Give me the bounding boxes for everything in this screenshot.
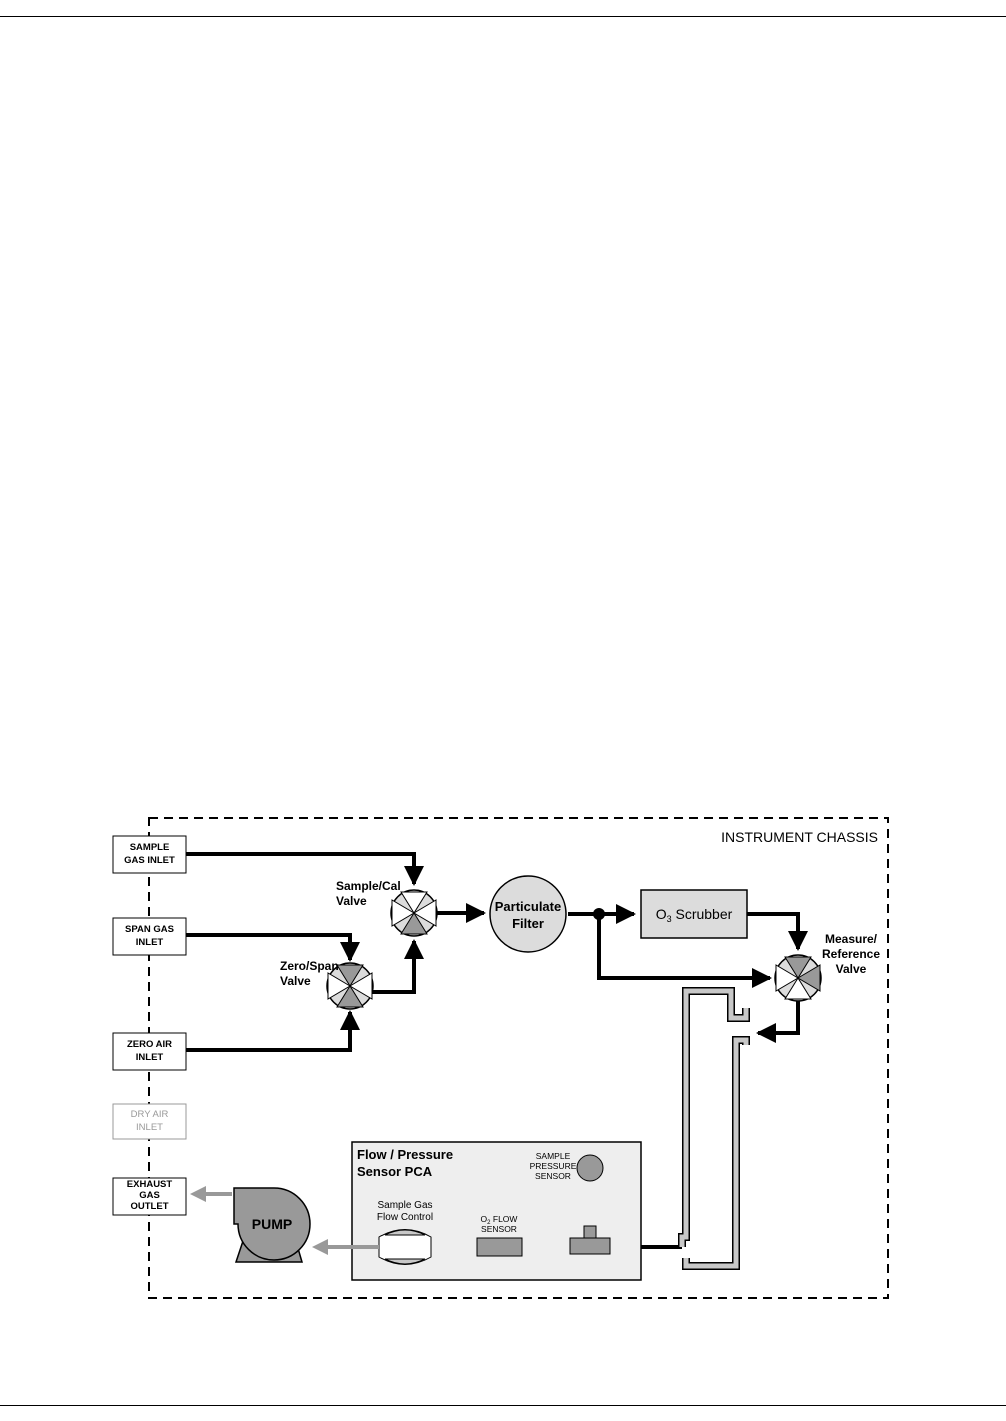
sample-gas-flow-control: Sample Gas Flow Control [377, 1200, 433, 1265]
instrument-chassis-label: INSTRUMENT CHASSIS [721, 829, 878, 845]
o3-scrubber: O3 Scrubber [640, 889, 748, 939]
svg-text:PUMP: PUMP [252, 1216, 292, 1232]
dry-air-inlet: DRY AIR INLET [112, 1103, 187, 1140]
svg-text:GAS: GAS [139, 1190, 160, 1201]
svg-text:PRESSURE: PRESSURE [530, 1161, 577, 1171]
svg-text:DRY AIR: DRY AIR [131, 1109, 169, 1120]
measure-reference-valve [774, 954, 822, 1002]
pressure-sensor-tee [569, 1225, 611, 1255]
svg-text:Sensor PCA: Sensor PCA [357, 1164, 433, 1179]
pump: PUMP [233, 1187, 311, 1263]
zero-span-valve-label-2: Valve [280, 974, 311, 988]
particulate-filter: Particulate Filter [489, 875, 567, 953]
sample-cal-valve [390, 889, 438, 937]
sample-gas-inlet: SAMPLE GAS INLET [112, 835, 187, 874]
svg-text:SENSOR: SENSOR [535, 1171, 571, 1181]
exhaust-arrows [190, 1186, 379, 1255]
span-gas-inlet: SPAN GAS INLET [112, 917, 187, 956]
sample-cal-valve-label-2: Valve [336, 894, 367, 908]
svg-text:INLET: INLET [136, 1122, 163, 1133]
svg-text:Flow / Pressure: Flow / Pressure [357, 1147, 453, 1162]
zero-span-to-sample-cal-line [372, 939, 424, 994]
svg-text:Flow Control: Flow Control [377, 1212, 433, 1223]
bypass-line [597, 914, 772, 988]
svg-text:INLET: INLET [136, 937, 164, 948]
svg-text:Filter: Filter [512, 916, 544, 931]
svg-text:SENSOR: SENSOR [481, 1224, 517, 1234]
span-gas-line [186, 933, 360, 962]
measure-to-tube-line [756, 1001, 800, 1043]
svg-text:SAMPLE: SAMPLE [536, 1151, 571, 1161]
svg-text:SAMPLE: SAMPLE [130, 842, 170, 853]
sample-pressure-sensor: SAMPLE PRESSURE SENSOR [530, 1151, 604, 1182]
svg-text:GAS INLET: GAS INLET [124, 855, 175, 866]
zero-air-inlet: ZERO AIR INLET [112, 1032, 187, 1071]
svg-text:Particulate: Particulate [495, 899, 561, 914]
bottom-rule [0, 1405, 1006, 1406]
measure-reference-valve-label-3: Valve [836, 962, 867, 976]
sample-cal-valve-label: Sample/Cal [336, 879, 401, 893]
svg-text:INLET: INLET [136, 1052, 164, 1063]
measure-reference-valve-label-2: Reference [822, 947, 880, 961]
sample-gas-line [186, 852, 424, 886]
svg-text:EXHAUST: EXHAUST [127, 1179, 173, 1190]
measure-reference-valve-label: Measure/ [825, 932, 878, 946]
junction-dot [593, 908, 605, 920]
svg-text:Sample Gas: Sample Gas [377, 1200, 432, 1211]
zero-span-valve-label: Zero/Span [280, 959, 339, 973]
svg-text:SPAN GAS: SPAN GAS [125, 924, 174, 935]
zero-span-valve [326, 962, 374, 1010]
exhaust-gas-outlet: EXHAUST GAS OUTLET [112, 1177, 187, 1216]
scrubber-to-measure-line [747, 912, 808, 951]
top-rule [0, 16, 1006, 17]
o2-flow-sensor: O2 FLOW SENSOR [476, 1214, 523, 1257]
absorption-tube [678, 987, 750, 1270]
zero-air-line [186, 1010, 360, 1052]
svg-text:ZERO AIR: ZERO AIR [127, 1039, 172, 1050]
svg-text:O3 Scrubber: O3 Scrubber [656, 906, 733, 924]
svg-text:O2 FLOW: O2 FLOW [481, 1214, 518, 1226]
svg-text:OUTLET: OUTLET [131, 1201, 169, 1212]
